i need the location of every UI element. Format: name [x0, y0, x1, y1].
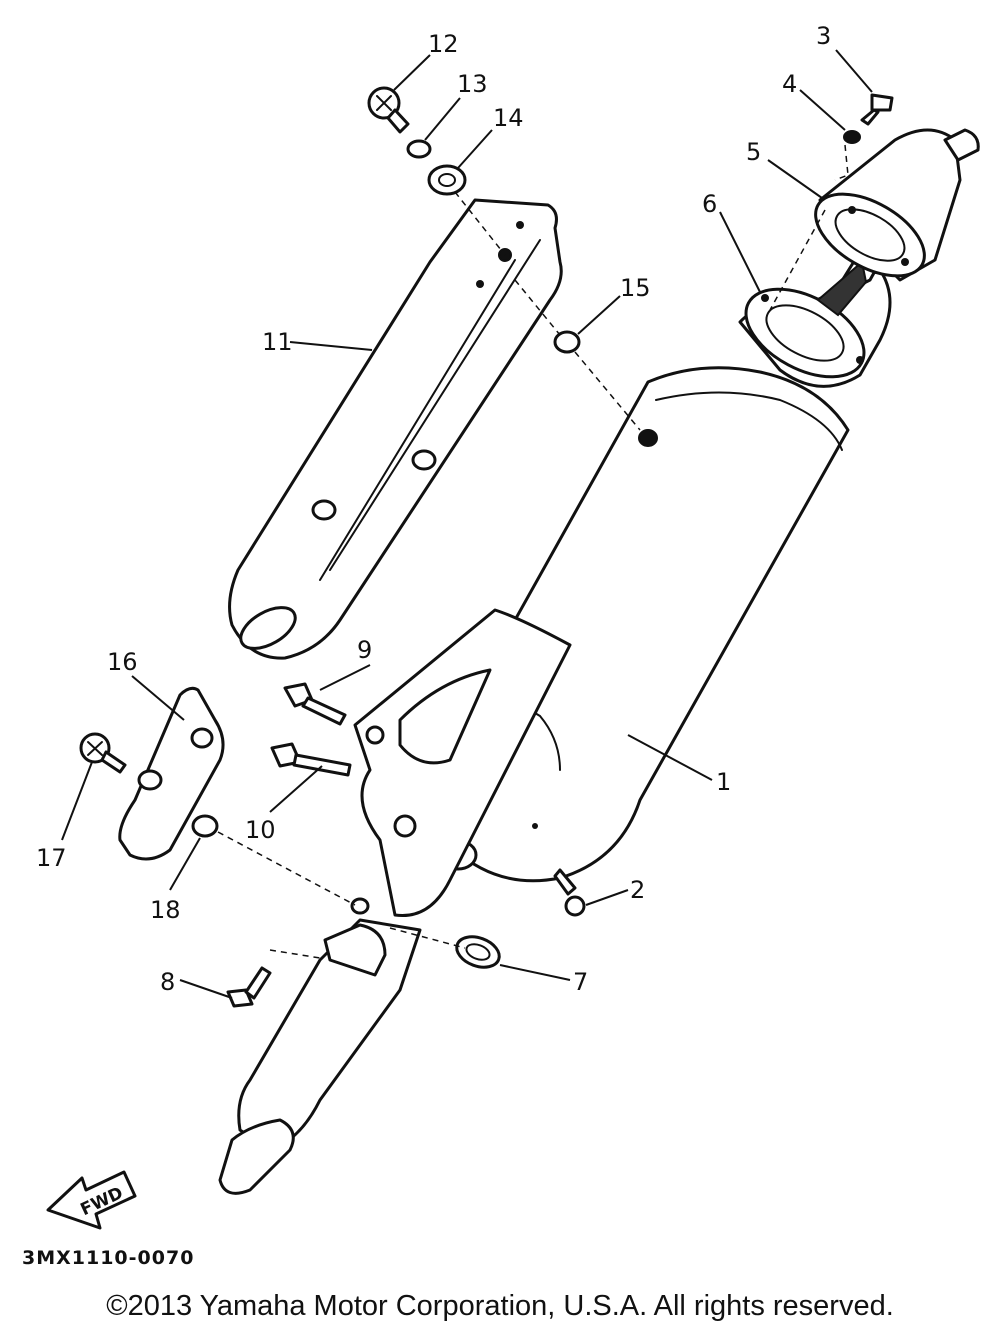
callout-7: 7	[573, 968, 588, 996]
assembly-line-8	[269, 927, 466, 959]
muffler-bracket	[353, 608, 572, 918]
assembly-line-18	[217, 831, 356, 906]
callout-1: 1	[716, 768, 731, 796]
callout-15: 15	[620, 274, 651, 302]
callout-8: 8	[160, 968, 175, 996]
callout-18: 18	[150, 896, 181, 924]
leader-lines	[61, 49, 873, 999]
assembly-line-15	[514, 279, 641, 431]
callout-10: 10	[245, 816, 276, 844]
callout-9: 9	[357, 636, 372, 664]
callout-6: 6	[702, 190, 717, 218]
callout-3: 3	[816, 22, 831, 50]
grommet-15	[553, 330, 581, 354]
washer-13	[406, 139, 432, 159]
copyright-notice: ©2013 Yamaha Motor Corporation, U.S.A. A…	[106, 1290, 894, 1322]
document-number: 3MX1110-0070	[22, 1247, 194, 1269]
bolt-3	[860, 93, 894, 126]
forward-direction-arrow: FWD	[46, 1170, 137, 1230]
assembly-line-cap	[769, 144, 849, 311]
assembly-line-top	[454, 191, 506, 256]
exhaust-pipe	[218, 897, 422, 1195]
callout-5: 5	[746, 138, 761, 166]
callout-17: 17	[36, 844, 67, 872]
bolt-10	[270, 742, 352, 777]
heat-protector	[228, 198, 563, 660]
gasket-7	[455, 935, 501, 969]
screw-17	[79, 732, 127, 774]
callout-12: 12	[428, 30, 459, 58]
muffler-body	[418, 366, 850, 883]
collar-18	[191, 814, 219, 838]
callout-16: 16	[107, 648, 138, 676]
bolt-9	[283, 682, 347, 726]
grommet-14	[427, 164, 467, 196]
callout-2: 2	[630, 876, 645, 904]
screw-12	[367, 86, 410, 134]
bolt-8	[226, 966, 272, 1008]
tail-cap	[814, 128, 980, 282]
screen-gasket	[744, 260, 868, 379]
callout-14: 14	[493, 104, 524, 132]
screw-2	[553, 868, 586, 917]
washer-4	[843, 130, 861, 144]
callout-13: 13	[457, 70, 488, 98]
mount-bracket	[118, 686, 225, 861]
callout-4: 4	[782, 70, 797, 98]
callout-11: 11	[262, 328, 293, 356]
